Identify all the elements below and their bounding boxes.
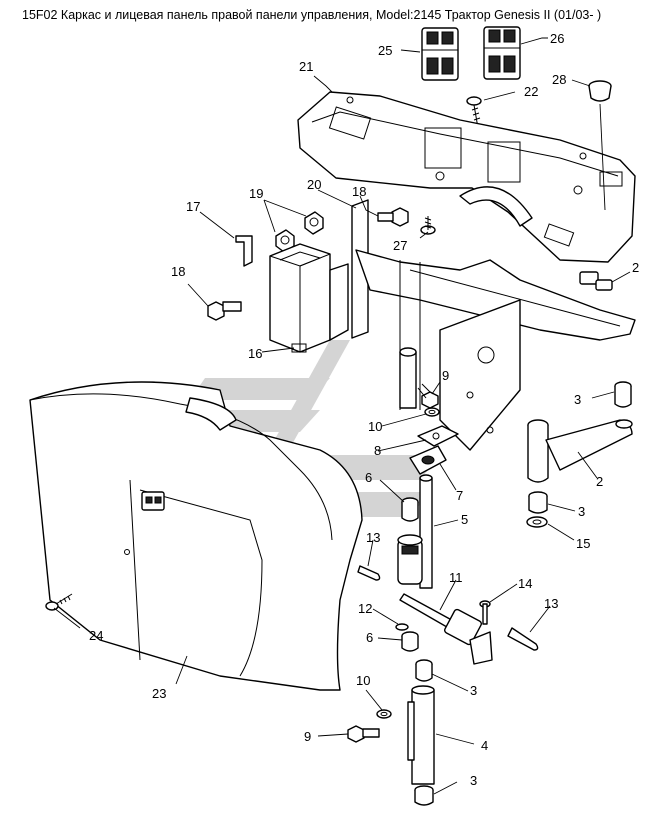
column-shaft-upper-drawing [399,347,417,409]
shaft-5-drawing [419,474,433,589]
housing-23-drawing [29,381,363,691]
bolt-18-left-drawing [207,301,242,321]
callout-2-lower: 2 [596,474,603,489]
sleeve-5-drawing [397,534,423,585]
plate-8-drawing [417,425,459,447]
clip-13-left-drawing [357,565,381,581]
washer-10-upper-drawing [424,407,440,417]
pivot-7-drawing [409,445,447,475]
callout-21: 21 [299,59,313,74]
callout-3-lower-right: 3 [578,504,585,519]
callout-9-upper: 9 [442,368,449,383]
spacer-6-upper-drawing [401,497,419,522]
bolt-9-lower-drawing [347,725,380,743]
callout-2-upper: 2 [632,260,639,275]
callout-25: 25 [378,43,392,58]
callout-6-lower: 6 [366,630,373,645]
spacer-6-lower-drawing [401,631,419,652]
callout-13-right: 13 [544,596,558,611]
callout-6-upper: 6 [365,470,372,485]
screw-27-drawing [420,216,436,235]
lever-11-drawing [399,593,493,665]
bushing-3-lower-center-drawing [415,659,433,682]
callout-26: 26 [550,31,564,46]
screw-9-upper-drawing [417,383,439,409]
callout-3-upper-right: 3 [574,392,581,407]
callout-labels: 25 26 21 22 28 19 20 18 17 27 2 18 16 9 … [89,31,639,788]
arm-2-drawing [527,419,633,483]
bracket-16-drawing [269,243,349,353]
callout-4: 4 [481,738,488,753]
callout-23: 23 [152,686,166,701]
bushing-3-bottom-drawing [414,785,434,806]
washer-12-drawing [395,623,409,631]
callout-3-lower-center: 3 [470,683,477,698]
nuts-19-drawing [275,211,324,253]
callout-13-left: 13 [366,530,380,545]
clip-13-right-drawing [507,627,539,651]
bushing-3-upper-right-drawing [614,381,632,408]
switch-26-drawing [483,26,521,80]
frame-2-drawing [351,199,636,451]
callout-28: 28 [552,72,566,87]
page-title: 15F02 Каркас и лицевая панель правой пан… [22,8,602,22]
leader-lines [53,37,631,795]
callout-18-top: 18 [352,184,366,199]
callout-12: 12 [358,601,372,616]
washer-15-drawing [526,516,548,528]
clip-17-drawing [235,235,253,267]
callout-18-left: 18 [171,264,185,279]
pin-14-drawing [479,600,491,625]
callout-17: 17 [186,199,200,214]
callout-19: 19 [249,186,263,201]
callout-10-lower: 10 [356,673,370,688]
bolt-18-top-drawing [377,207,409,227]
callout-24: 24 [89,628,103,643]
callout-7: 7 [456,488,463,503]
plug-28-drawing [588,80,612,102]
callout-14: 14 [518,576,532,591]
callout-10-upper: 10 [368,419,382,434]
washer-10-lower-drawing [376,709,392,719]
callout-27: 27 [393,238,407,253]
shaft-4-drawing [407,685,435,785]
callout-3-bottom: 3 [470,773,477,788]
callout-20: 20 [307,177,321,192]
screw-24-drawing [45,593,73,611]
callout-5: 5 [461,512,468,527]
callout-16: 16 [248,346,262,361]
callout-22: 22 [524,84,538,99]
bushing-3-lower-right-drawing [528,491,548,514]
switch-25-drawing [421,27,459,81]
callout-9-lower: 9 [304,729,311,744]
front-panel-21-drawing [297,91,636,263]
callout-8: 8 [374,443,381,458]
callout-15: 15 [576,536,590,551]
callout-11: 11 [449,570,463,585]
